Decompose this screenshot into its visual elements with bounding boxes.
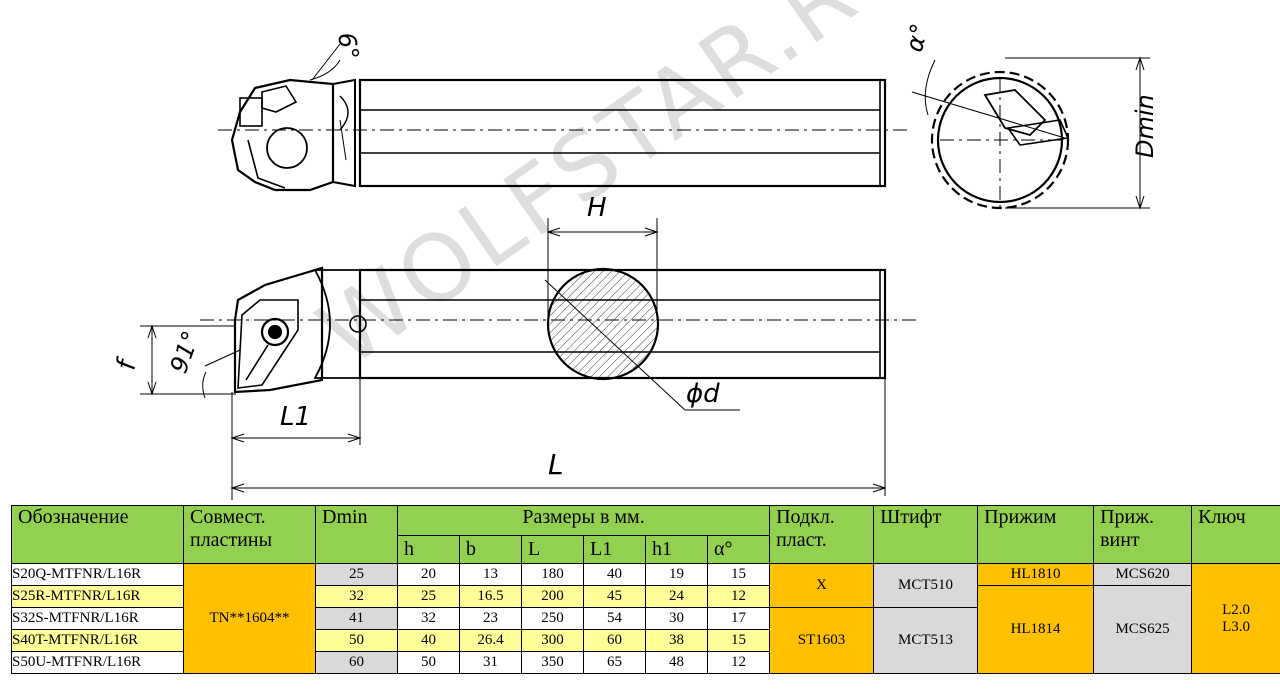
- cell-name: S20Q-MTFNR/L16R: [11, 563, 184, 586]
- table-row: S40T-MTFNR/L16R 50 40 26.4 300 60 38 15: [11, 629, 1280, 652]
- spec-table: Обозначение Совмест.пластины Dmin Размер…: [11, 505, 1280, 674]
- cell-clamp: HL1814: [977, 585, 1095, 674]
- cell-insert: TN**1604**: [183, 563, 316, 674]
- cell-l: 350: [521, 651, 584, 674]
- dim-label-l1: L1: [280, 402, 311, 432]
- cell-shim: X: [769, 563, 875, 608]
- cell-h1: 30: [645, 607, 708, 630]
- cell-dmin: 60: [315, 651, 398, 674]
- cell-clamp-screw: MCS620: [1093, 563, 1193, 586]
- cell-h1: 24: [645, 585, 708, 608]
- cell-h: 50: [397, 651, 460, 674]
- end-view: [911, 56, 1150, 210]
- cell-h: 25: [397, 585, 460, 608]
- cell-dmin: 32: [315, 585, 398, 608]
- dim-label-l: L: [548, 448, 564, 481]
- cell-h: 40: [397, 629, 460, 652]
- cell-alpha: 12: [706, 651, 771, 674]
- dim-label-f: f: [111, 354, 143, 372]
- cell-l: 180: [521, 563, 584, 586]
- cell-dmin: 50: [315, 629, 398, 652]
- cell-dmin: 25: [315, 563, 398, 586]
- cell-name: S25R-MTFNR/L16R: [11, 585, 184, 608]
- cell-l1: 45: [583, 585, 646, 608]
- cell-alpha: 17: [706, 607, 771, 630]
- cell-l1: 60: [583, 629, 646, 652]
- header-clamp-screw: Приж.винт: [1093, 505, 1193, 564]
- table-row: S32S-MTFNR/L16R 41 32 23 250 54 30 17 ST…: [11, 607, 1280, 674]
- cell-name: S50U-MTFNR/L16R: [11, 651, 184, 674]
- header-l: L: [521, 535, 584, 564]
- cell-alpha: 15: [706, 629, 771, 652]
- cell-alpha: 15: [706, 563, 771, 586]
- cell-b: 13: [459, 563, 522, 586]
- top-view: [218, 43, 910, 192]
- cell-dmin: 41: [315, 607, 398, 630]
- header-alpha: α°: [706, 535, 771, 564]
- header-h: h: [397, 535, 460, 564]
- header-b: b: [459, 535, 522, 564]
- header-dmin: Dmin: [315, 505, 398, 564]
- table-row: S50U-MTFNR/L16R 60 50 31 350 65 48 12: [11, 651, 1280, 674]
- cell-b: 26.4: [459, 629, 522, 652]
- cell-l1: 54: [583, 607, 646, 630]
- cell-pin: MCT510: [873, 563, 979, 608]
- dim-label-6deg: 6°: [332, 30, 364, 62]
- cell-l: 250: [521, 607, 584, 630]
- cell-l1: 65: [583, 651, 646, 674]
- dim-label-alpha: α°: [900, 21, 934, 55]
- header-key: Ключ: [1191, 505, 1280, 564]
- table-row: S20Q-MTFNR/L16R TN**1604** 25 20 13 180 …: [11, 563, 1280, 674]
- cell-b: 31: [459, 651, 522, 674]
- dim-label-h: H: [587, 193, 607, 223]
- cell-name: S32S-MTFNR/L16R: [11, 607, 184, 630]
- cell-pin: MCT513: [873, 607, 979, 674]
- cell-h1: 48: [645, 651, 708, 674]
- header-h1: h1: [645, 535, 708, 564]
- cell-alpha: 12: [706, 585, 771, 608]
- cell-h1: 19: [645, 563, 708, 586]
- cell-b: 23: [459, 607, 522, 630]
- table-row: S25R-MTFNR/L16R 32 25 16.5 200 45 24 12 …: [11, 585, 1280, 674]
- tool-holder-drawing: 6° α° Dmin H f 91° L1 ϕd L: [111, 21, 1159, 500]
- cell-l: 200: [521, 585, 584, 608]
- cell-l: 300: [521, 629, 584, 652]
- cell-shim: ST1603: [769, 607, 875, 674]
- side-view: [140, 218, 918, 500]
- cell-h1: 38: [645, 629, 708, 652]
- header-clamp: Прижим: [977, 505, 1095, 564]
- cell-clamp: HL1810: [977, 563, 1095, 586]
- header-compatible-inserts: Совмест.пластины: [183, 505, 316, 564]
- cell-name: S40T-MTFNR/L16R: [11, 629, 184, 652]
- cell-l1: 40: [583, 563, 646, 586]
- header-pin: Штифт: [873, 505, 979, 564]
- cell-b: 16.5: [459, 585, 522, 608]
- dim-label-phid: ϕd: [686, 379, 720, 409]
- header-shim: Подкл.пласт.: [769, 505, 875, 564]
- header-designation: Обозначение: [11, 505, 184, 564]
- cell-h: 32: [397, 607, 460, 630]
- dim-label-91deg: 91°: [165, 327, 206, 377]
- header-dimensions: Размеры в мм.: [396, 505, 771, 536]
- cell-clamp-screw: MCS625: [1093, 585, 1193, 674]
- cell-h: 20: [397, 563, 460, 586]
- header-l1: L1: [583, 535, 646, 564]
- dim-label-dmin: Dmin: [1131, 94, 1159, 158]
